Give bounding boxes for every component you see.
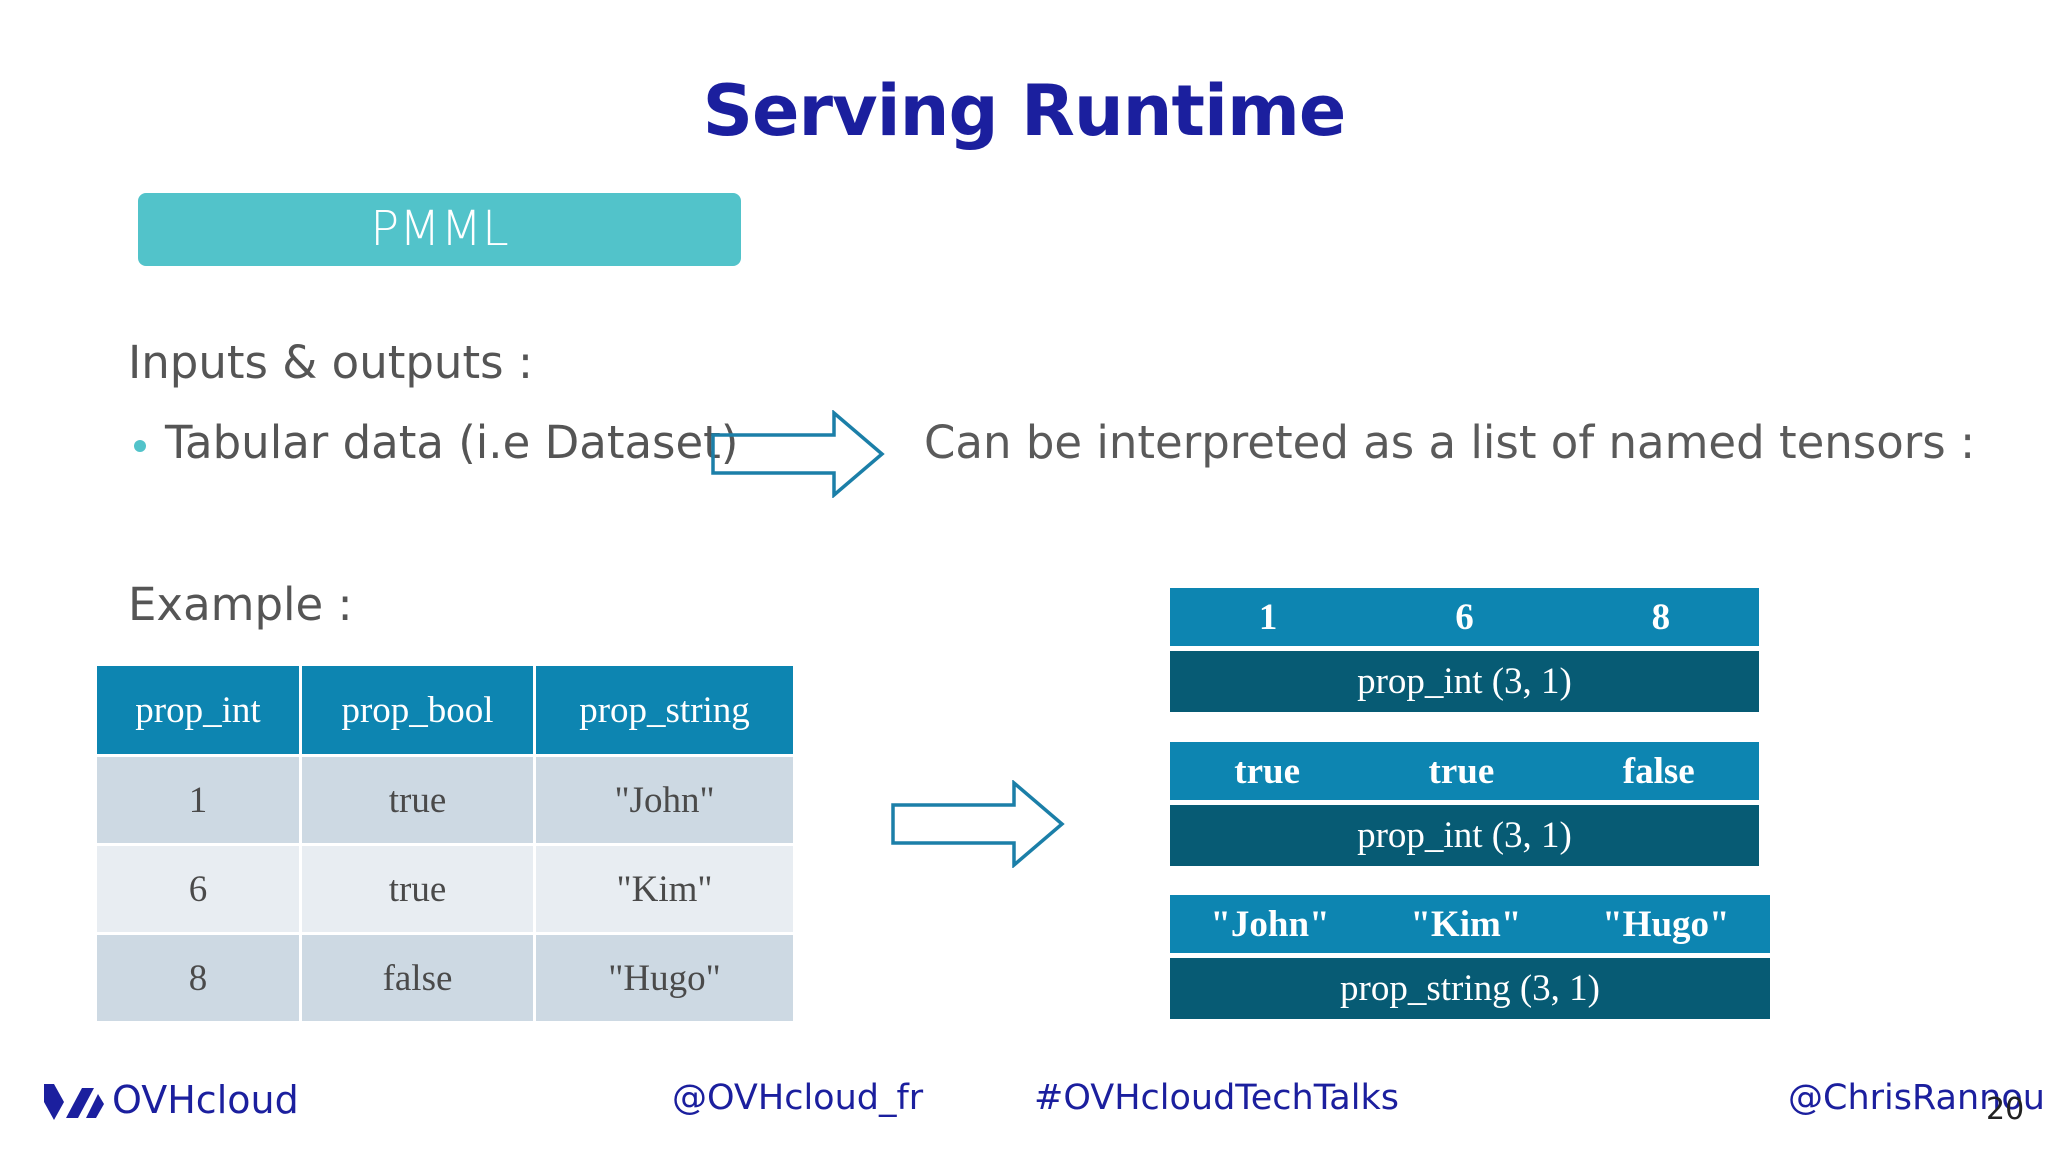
table-cell: "Kim": [533, 843, 796, 935]
table-row: 1 true "John": [94, 754, 796, 846]
interpretation-text: Can be interpreted as a list of named te…: [924, 416, 1976, 469]
table-cell: 1: [94, 754, 302, 846]
bullet-dot: [134, 440, 146, 452]
io-heading: Inputs & outputs :: [128, 336, 533, 389]
table-cell: 6: [94, 843, 302, 935]
bullet-text: Tabular data (i.e Dataset): [165, 416, 739, 469]
table-cell: true: [299, 843, 536, 935]
slide-title: Serving Runtime: [702, 70, 1347, 152]
table-header-cell: prop_int: [94, 663, 302, 757]
tensor-value: 6: [1455, 596, 1474, 638]
right-arrow-icon: [711, 410, 885, 498]
tensor-value: "Hugo": [1602, 903, 1730, 945]
table-row: 6 true "Kim": [94, 843, 796, 935]
ovhcloud-logo-icon: [44, 1084, 104, 1120]
table-cell: 8: [94, 932, 302, 1024]
right-arrow-icon: [891, 780, 1065, 868]
table-row: 8 false "Hugo": [94, 932, 796, 1024]
table-cell: "John": [533, 754, 796, 846]
pmml-badge: PMML: [138, 193, 741, 266]
tensor-value: 1: [1258, 596, 1278, 638]
tensor-label: prop_int (3, 1): [1170, 651, 1759, 712]
tensor-label: prop_string (3, 1): [1170, 958, 1770, 1019]
footer-logo-text: OVHcloud: [112, 1078, 299, 1122]
table-header-cell: prop_bool: [299, 663, 536, 757]
table-cell: false: [299, 932, 536, 1024]
tensor-value: "Kim": [1410, 903, 1522, 945]
tensor-value: 8: [1651, 596, 1671, 638]
table-cell: "Hugo": [533, 932, 796, 1024]
tensor-values-row: true true false: [1170, 742, 1759, 800]
tensor-values-row: 1 6 8: [1170, 588, 1759, 646]
page-number: 20: [1986, 1092, 2025, 1127]
table-header-row: prop_int prop_bool prop_string: [94, 663, 796, 757]
tensor-values-row: "John" "Kim" "Hugo": [1170, 895, 1770, 953]
footer-company-handle: @OVHcloud_fr: [672, 1078, 924, 1118]
table-cell: true: [299, 754, 536, 846]
footer-hashtag: #OVHcloudTechTalks: [1034, 1078, 1399, 1118]
footer-speaker-handle: @ChrisRannou: [1788, 1078, 2045, 1118]
tensor-value: false: [1622, 750, 1695, 792]
tensor-value: true: [1234, 750, 1300, 792]
tensor-label: prop_int (3, 1): [1170, 805, 1759, 866]
tensor-value: "John": [1210, 903, 1330, 945]
example-table: prop_int prop_bool prop_string 1 true "J…: [94, 663, 796, 1024]
table-header-cell: prop_string: [533, 663, 796, 757]
tensor-value: true: [1428, 750, 1495, 792]
example-heading: Example :: [128, 578, 353, 631]
